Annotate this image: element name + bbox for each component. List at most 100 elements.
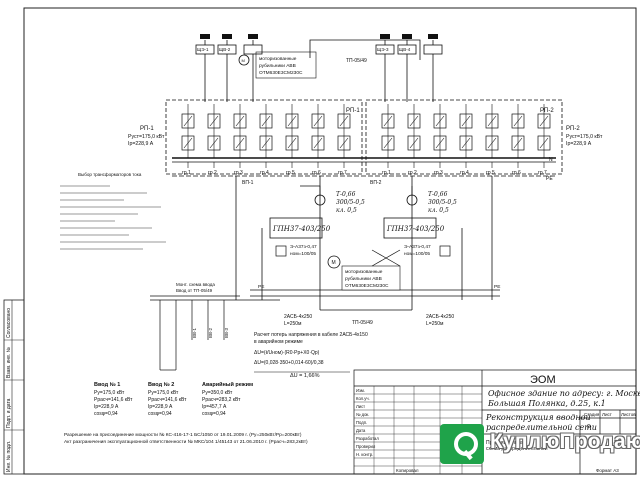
- switch-center-3: ОТМ630E3CM230C: [345, 283, 389, 289]
- stamp-row-label: № док.: [356, 412, 369, 417]
- vvod-line: Ip=457,7 А: [202, 404, 227, 410]
- svg-text:ВВ-1: ВВ-1: [192, 327, 197, 338]
- meter-left-code: ГПН37-403/250: [272, 225, 331, 233]
- calc-title: Расчет потерь напряжения в кабеле 2АСБ-4…: [254, 332, 368, 338]
- breaker-top: [207, 113, 221, 129]
- breaker-bottom: [537, 135, 551, 151]
- switch-center-1: моторизованные: [345, 270, 383, 275]
- margin-replace: Взам. инв. №: [6, 347, 12, 378]
- group-label: гр.1: [182, 170, 191, 176]
- magnifier-logo-icon: [440, 424, 484, 464]
- cable-right-2: L=250м: [426, 321, 444, 327]
- top-right-box-2: ЩВ-4: [399, 47, 411, 52]
- scheme-head: Монт. схема ввода: [176, 282, 215, 287]
- group-label: гр.7: [338, 170, 347, 176]
- cable-left-2: L=250м: [284, 321, 302, 327]
- calc-result: ΔU = 1,66%: [290, 373, 320, 379]
- footer-format: Формат А3: [596, 468, 619, 473]
- top-incomer-left: [195, 40, 263, 102]
- vvod-line: Ip=228,9 А: [148, 404, 173, 410]
- svg-text:M: M: [332, 260, 336, 266]
- breaker-top: [537, 113, 551, 129]
- selection-title: Выбор трансформаторов тока: [78, 172, 142, 177]
- footer-copy: Копировал: [396, 468, 419, 473]
- stamp-row-label: Дата: [356, 428, 366, 433]
- busbar-n-label: N: [549, 157, 553, 163]
- group-label: гр.6: [312, 170, 321, 176]
- stamp-stage-head: Стадия: [584, 412, 600, 417]
- breaker-top: [311, 113, 325, 129]
- group-label: гр.4: [260, 170, 269, 176]
- calc-formula-1: ΔU=(ℓ/Uном)·(R0·Pр+X0·Qр): [254, 350, 320, 356]
- breaker-bottom: [407, 135, 421, 151]
- cable-left-1: 2АСБ-4х250: [284, 314, 312, 320]
- meter-left-2: ном=100/05: [290, 251, 316, 257]
- stamp-title-1: Реконструкция вводной: [485, 413, 591, 422]
- top-left-box-2: ЩВ-2: [219, 47, 231, 52]
- vvod-line: cosφ=0,94: [94, 411, 118, 417]
- stamp-row-label: Кол.уч.: [356, 396, 370, 401]
- tp-label-top: ТП-05/49: [346, 58, 367, 64]
- top-left-box-1: ЩЭ-1: [197, 47, 209, 52]
- feeder-vp2: ВП-2: [370, 180, 382, 186]
- ct-left-2: 300/5-0,5: [336, 199, 365, 206]
- panel-rp1-frame: [165, 99, 363, 175]
- stamp-title-2: распределительной сети: [486, 423, 597, 432]
- vvod-line: Ррасч=141,6 кВт: [148, 397, 187, 403]
- margin-agreed: Согласовано: [6, 308, 12, 338]
- watermark[interactable]: КуплюПродаю: [440, 418, 640, 468]
- pe-lower-left: PE: [258, 284, 264, 290]
- motor-m-left: M: [242, 58, 245, 63]
- breaker-rows: [181, 104, 551, 158]
- margin-inv: Инв. № подл.: [6, 441, 12, 472]
- ct-right-2: 300/5-0,5: [428, 199, 457, 206]
- rp2-param-1: Руст=175,0 кВт: [566, 134, 603, 140]
- calc-formula-2: ΔU=(0,028·350+0,014·60)/0,38: [254, 360, 324, 366]
- stamp-sheet-head: Лист: [602, 412, 612, 417]
- watermark-text: КуплюПродаю: [490, 430, 640, 453]
- breaker-top: [459, 113, 473, 129]
- vvod-line: Ру=175,0 кВт: [148, 390, 179, 396]
- stamp-sheet-1: Принципиальная: [486, 440, 526, 446]
- breaker-top: [433, 113, 447, 129]
- breaker-bottom: [285, 135, 299, 151]
- breaker-bottom: [311, 135, 325, 151]
- title-block: [353, 369, 637, 475]
- switch-center-2: рубильники АВВ: [345, 276, 382, 282]
- sheet-frame: [23, 7, 637, 475]
- meter-left-1: Э-А37з-0,47: [290, 244, 317, 250]
- vvod-line: Ip=228,9 А: [94, 404, 119, 410]
- breaker-top: [337, 113, 351, 129]
- motor-center-icon: [327, 255, 341, 269]
- vvod-title: Аварийный режим: [202, 381, 253, 388]
- vvod-title: Ввод № 1: [94, 382, 120, 388]
- stamp-object-1: Офисное здание по адресу: г. Москва, ул.: [488, 389, 640, 398]
- breaker-top: [233, 113, 247, 129]
- vvod-line: cosφ=0,94: [202, 411, 226, 417]
- tp-label-bottom: ТП-05/49: [352, 320, 373, 326]
- breaker-top: [259, 113, 273, 129]
- stamp-sheet-2: схема распределительной: [486, 445, 548, 452]
- stamp-code: ЭОМ: [530, 374, 556, 386]
- stamp-row-label: Проверил: [356, 444, 376, 449]
- switch-label-1: моторизованные: [259, 57, 297, 62]
- group-label: гр.7: [538, 170, 547, 176]
- selection-notes: [60, 185, 166, 250]
- rp2-param-2: Ip=228,9 А: [566, 141, 592, 147]
- group-label: гр.2: [408, 170, 417, 176]
- breaker-top: [181, 113, 195, 129]
- panel-rp2-frame: [365, 99, 563, 175]
- switch-label-3: ОТМ630E3CM230C: [259, 70, 303, 76]
- breaker-top: [511, 113, 525, 129]
- breaker-bottom: [433, 135, 447, 151]
- svg-text:ВВ-2: ВВ-2: [208, 327, 213, 338]
- meter-right-1: Э-А37з-0,47: [404, 244, 431, 250]
- scheme-sub: Ввод от ТП-05/49: [176, 288, 213, 293]
- vvod-line: Ррасч=283,2 кВт: [202, 397, 241, 403]
- breaker-bottom: [381, 135, 395, 151]
- group-label: гр.5: [286, 170, 295, 176]
- breaker-bottom: [233, 135, 247, 151]
- ct-left-3: кл. 0,5: [336, 207, 357, 214]
- ct-left-icon: [314, 194, 326, 206]
